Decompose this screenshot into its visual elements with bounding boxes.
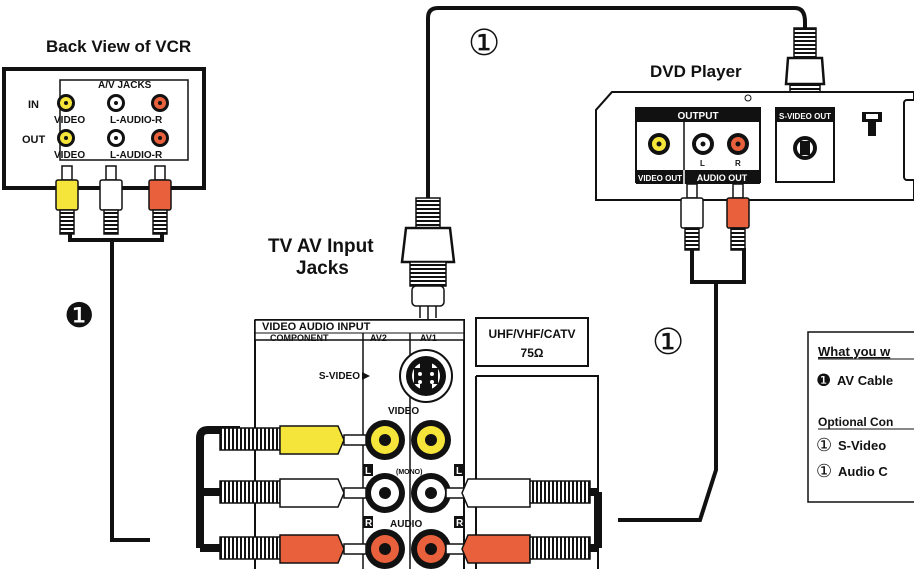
callout-av-cable: ❶ [64, 297, 94, 335]
vcr-in-audio-r-jack [151, 94, 169, 112]
vcr-out-audio-r-jack [151, 129, 169, 147]
legend-heading: What you w [818, 344, 891, 359]
tv-title-line2: Jacks [296, 258, 349, 279]
tv-av1-audio-l-jack [411, 473, 451, 513]
dvd-audio-l-jack [692, 133, 714, 155]
vcr-out-audio-label: L-AUDIO-R [110, 150, 163, 161]
tv-svideo-label: S-VIDEO [319, 371, 360, 382]
uhf-impedance-label: 75Ω [521, 346, 544, 360]
vcr-in-label: IN [28, 99, 39, 111]
legend-audio-bullet: ① [816, 461, 832, 481]
vcr-out-video-jack [57, 129, 75, 147]
tv-component-label: COMPONENT [270, 333, 329, 343]
vcr-plug-red [148, 165, 172, 235]
tv-plug-yellow [219, 425, 367, 455]
vcr-in-audio-label: L-AUDIO-R [110, 115, 163, 126]
dvd-output-label: OUTPUT [677, 111, 718, 122]
tv-plug-red [219, 534, 367, 564]
vcr-out-audio-l-jack [107, 129, 125, 147]
legend-audio-item: Audio C [838, 464, 888, 479]
legend-box: What you w ❶ AV Cable Optional Con ① S-V… [807, 331, 914, 503]
tv-panel-title: VIDEO AUDIO INPUT [262, 321, 371, 333]
tv-av1-label: AV1 [420, 333, 437, 343]
vcr-rca-plugs [55, 165, 172, 235]
dvd-audio-r-jack [727, 133, 749, 155]
dvd-misc-port [862, 112, 882, 136]
vcr-in-audio-l-jack [107, 94, 125, 112]
dvd-rca-plugs [680, 183, 750, 251]
callout-svideo-cable: ① [468, 22, 500, 63]
vcr-in-video-jack [57, 94, 75, 112]
tv-av1-r-label: R [456, 518, 464, 529]
audio-cable [618, 248, 746, 522]
legend-svideo-item: S-Video [838, 438, 886, 453]
dvd-svideo-out-label: S-VIDEO OUT [779, 112, 831, 121]
vcr-out-label: OUT [22, 134, 46, 146]
tv-av2-l-label: L [365, 466, 371, 477]
vcr-in-video-label: VIDEO [54, 115, 85, 126]
dvd-l-label: L [700, 159, 705, 168]
tv-plug-white [219, 478, 367, 508]
vcr-jacks-label: A/V JACKS [98, 80, 152, 91]
tv-audio-label: AUDIO [390, 519, 422, 530]
dvd-video-out-jack [648, 133, 670, 155]
svideo-cable [426, 6, 807, 198]
tv-svideo-plug [400, 197, 456, 320]
dvd-r-label: R [735, 159, 741, 168]
dvd-plug-red [726, 183, 750, 251]
tv-av2-audio-l-jack [365, 473, 405, 513]
dvd-audio-out-label: AUDIO OUT [697, 173, 748, 183]
vcr-out-video-label: VIDEO [54, 150, 85, 161]
tv-right-plug-red [445, 534, 591, 564]
uhf-antenna-input: UHF/VHF/CATV 75Ω [475, 317, 599, 569]
tv-mono-label: (MONO) [396, 469, 422, 476]
tv-av2-audio-r-jack [365, 529, 405, 569]
tv-right-rca-plugs [445, 478, 591, 564]
tv-av2-r-label: R [365, 518, 373, 529]
legend-optional-heading: Optional Con [818, 415, 893, 429]
vcr-av-cable [68, 232, 164, 542]
dvd-title: DVD Player [650, 62, 742, 81]
vcr-plug-yellow [55, 165, 79, 235]
vcr-back-panel: Back View of VCR A/V JACKS IN OUT VIDEO … [2, 37, 206, 190]
dvd-plug-white [680, 183, 704, 251]
tv-left-rca-plugs [219, 425, 367, 564]
tv-av1-l-label: L [456, 466, 462, 477]
tv-av2-label: AV2 [370, 333, 387, 343]
tv-title-line1: TV AV Input [268, 236, 374, 257]
dvd-player: DVD Player OUTPUT VIDEO OUT AUDIO OUT L … [595, 27, 914, 201]
dvd-video-out-label: VIDEO OUT [638, 174, 682, 183]
legend-av-cable: AV Cable [837, 373, 893, 388]
tv-video-label: VIDEO [388, 406, 419, 417]
legend-av-cable-bullet: ❶ [816, 371, 831, 390]
tv-input-panel: VIDEO AUDIO INPUT COMPONENT AV2 AV1 S-VI… [254, 319, 465, 569]
tv-svideo-jack [399, 349, 453, 403]
vcr-title: Back View of VCR [46, 37, 191, 56]
tv-av1-audio-r-jack [411, 529, 451, 569]
legend-svideo-bullet: ① [816, 435, 832, 455]
cables [68, 6, 807, 542]
callout-audio-cable: ① [652, 321, 684, 362]
tv-av1-video-jack [411, 420, 451, 460]
uhf-label: UHF/VHF/CATV [488, 327, 575, 341]
tv-av2-video-jack [365, 420, 405, 460]
vcr-plug-white [99, 165, 123, 235]
dvd-svideo-out-jack [793, 136, 817, 160]
tv-right-plug-white [445, 478, 591, 508]
